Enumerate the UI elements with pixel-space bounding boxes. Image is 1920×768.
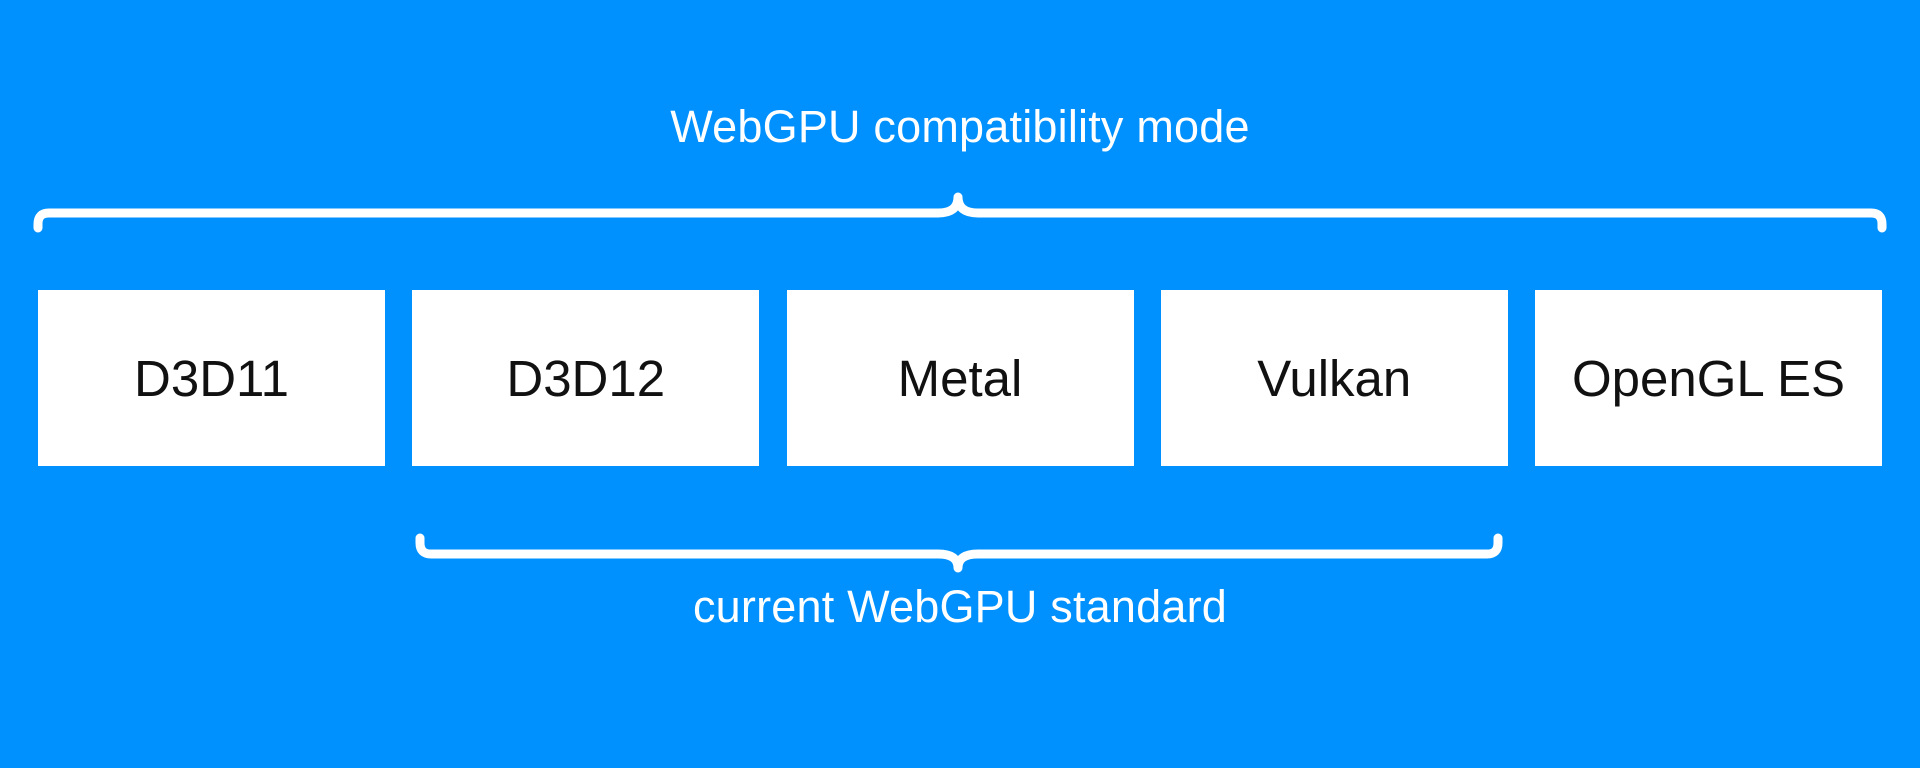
backend-box-label: OpenGL ES xyxy=(1571,349,1846,407)
backend-box-opengl-es: OpenGL ES xyxy=(1535,290,1882,466)
backend-box-label: Vulkan xyxy=(1257,349,1412,407)
backend-box-label: Metal xyxy=(897,349,1023,407)
backend-box-vulkan: Vulkan xyxy=(1160,290,1508,466)
bottom-group-label: current WebGPU standard xyxy=(692,581,1227,632)
bottom-group-brace-icon xyxy=(415,533,1503,573)
top-group-label: WebGPU compatibility mode xyxy=(670,101,1250,152)
backend-box-d3d11: D3D11 xyxy=(38,290,385,466)
backend-box-row: D3D11 D3D12 Metal Vulkan OpenGL ES xyxy=(38,290,1882,466)
backend-box-label: D3D11 xyxy=(134,349,289,407)
top-group-brace-icon xyxy=(33,192,1887,233)
backend-box-label: D3D12 xyxy=(506,349,666,407)
backend-box-d3d12: D3D12 xyxy=(412,290,760,466)
backend-box-metal: Metal xyxy=(786,290,1134,466)
